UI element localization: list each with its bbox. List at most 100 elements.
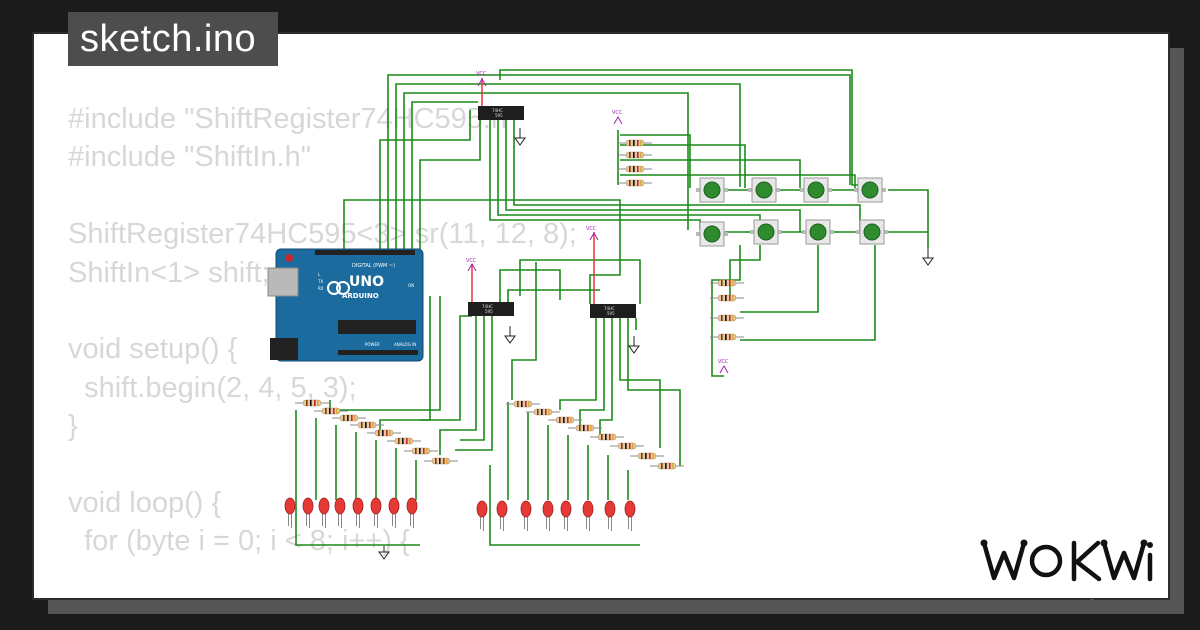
vcc-1: VCC (476, 71, 487, 87)
resistor (526, 408, 560, 416)
buttons-layer (696, 177, 888, 247)
resistor (618, 139, 652, 147)
wire (511, 262, 537, 400)
arduino-uno-board: DIGITAL (PWM ~) UNO ARDUINO POWER ANALOG… (267, 248, 424, 362)
tx-label: TX (317, 279, 323, 284)
chip-2: 74HC 595 (468, 302, 514, 316)
wire (729, 245, 761, 298)
wire (620, 174, 856, 188)
push-button (748, 177, 780, 203)
code-line: void setup() { (68, 333, 238, 366)
wire (489, 465, 640, 546)
svg-text:VCC: VCC (718, 359, 729, 365)
led (582, 500, 594, 531)
led (496, 500, 508, 531)
push-button (854, 177, 886, 203)
atmega-chip (338, 320, 416, 334)
analog-header-label: ANALOG IN (394, 342, 416, 347)
vcc-5: VCC (718, 359, 729, 374)
wire (460, 316, 485, 441)
resistor (332, 414, 366, 422)
wire (505, 120, 801, 232)
code-line: ShiftRegister74HC595<3> sr(11, 12, 8); (68, 218, 577, 251)
digital-header-label: DIGITAL (PWM ~) (352, 263, 395, 269)
led (318, 497, 330, 528)
wire (403, 92, 689, 250)
code-line: ShiftIn<1> shift; (68, 256, 270, 289)
code-preview: #include "ShiftRegister74HC595.h" #inclu… (68, 100, 577, 561)
resistor (404, 447, 438, 455)
led (284, 497, 296, 528)
wire (420, 315, 472, 421)
code-line: } (68, 410, 78, 443)
svg-text:74HC: 74HC (604, 306, 615, 311)
wire (627, 318, 681, 466)
power-jack (270, 338, 298, 360)
wire (295, 410, 420, 546)
wire (439, 316, 477, 455)
chip-1: 74HC 595 (478, 106, 524, 120)
wire (411, 101, 478, 250)
wire (395, 83, 741, 250)
wire (740, 245, 819, 313)
resistor (610, 442, 644, 450)
resistor (548, 416, 582, 424)
on-label: ON (408, 283, 414, 288)
wire (619, 318, 661, 448)
wire (559, 318, 597, 410)
wire (513, 120, 861, 232)
resistor (710, 333, 744, 341)
resistor (506, 400, 540, 408)
push-button (696, 177, 728, 203)
arduino-label: ARDUINO (342, 292, 379, 300)
push-button (856, 219, 888, 245)
wire (579, 318, 605, 430)
wire (725, 189, 929, 248)
vcc-4: VCC (586, 226, 599, 241)
wire (499, 269, 561, 316)
wire (343, 199, 621, 304)
vcc-wires (471, 78, 595, 304)
wire (620, 134, 691, 188)
wire (329, 296, 441, 411)
push-button (800, 177, 832, 203)
led (370, 497, 382, 528)
code-line: shift.begin(2, 4, 5, 3); (68, 371, 357, 404)
leds-layer (284, 497, 636, 531)
wire (740, 245, 876, 341)
resistor (618, 179, 652, 187)
resistor (295, 399, 329, 407)
led (476, 500, 488, 531)
led (388, 497, 400, 528)
resistor (424, 457, 458, 465)
resistor (650, 462, 684, 470)
resistor (618, 165, 652, 173)
chip-3: 74HC 595 (590, 304, 636, 318)
led (560, 500, 572, 531)
svg-text:595: 595 (485, 309, 493, 314)
wire (620, 144, 746, 188)
push-button (696, 221, 728, 247)
wire (507, 289, 600, 316)
wire (519, 259, 641, 304)
resistor (590, 433, 624, 441)
code-line: void loop() { (68, 487, 222, 520)
wire (419, 120, 481, 250)
code-line: #include "ShiftRegister74HC595.h" (68, 103, 518, 135)
wire (387, 74, 851, 250)
wire (379, 110, 471, 250)
resistor (630, 452, 664, 460)
resistor (710, 294, 744, 302)
resistor (710, 314, 744, 322)
sketch-title: sketch.ino (68, 12, 279, 66)
led (406, 497, 418, 528)
resistor (710, 279, 744, 287)
svg-text:595: 595 (607, 311, 615, 316)
power-header-label: POWER (365, 342, 380, 347)
rx-label: RX (318, 286, 324, 291)
svg-text:VCC: VCC (586, 226, 597, 232)
resistor (618, 151, 652, 159)
svg-text:VCC: VCC (476, 71, 487, 77)
arduino-logo-icon (327, 281, 341, 295)
